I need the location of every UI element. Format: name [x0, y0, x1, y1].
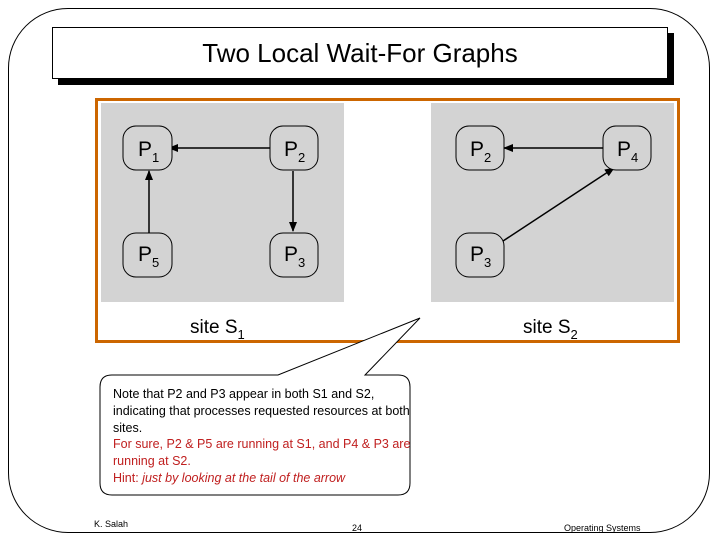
svg-text:P4: P4: [617, 138, 638, 165]
footer-course: Operating Systems: [564, 523, 641, 533]
wait-for-graphs-svg: P1 P2 P5 P3 P2 P4 P3 site: [101, 103, 674, 340]
note-hint-prefix: Hint:: [113, 470, 143, 485]
svg-text:P2: P2: [470, 138, 491, 165]
node-s1-p3: P3: [269, 232, 319, 278]
svg-text:P2: P2: [284, 138, 305, 165]
node-s2-p4: P4: [602, 125, 652, 171]
footer-page-number: 24: [352, 523, 363, 533]
wait-for-graphs-figure: P1 P2 P5 P3 P2 P4 P3 site: [95, 98, 680, 343]
site2-label: site S2: [523, 317, 578, 340]
callout-note: Note that P2 and P3 appear in both S1 an…: [113, 386, 413, 487]
svg-text:P5: P5: [138, 243, 159, 270]
title-box: Two Local Wait-For Graphs: [52, 27, 668, 79]
slide-frame: [8, 8, 710, 533]
node-s1-p2: P2: [269, 125, 319, 171]
note-hint-italic: just by looking at the tail of the arrow: [142, 470, 346, 485]
svg-text:P1: P1: [138, 138, 159, 165]
node-s2-p2: P2: [455, 125, 505, 171]
slide-title: Two Local Wait-For Graphs: [202, 37, 518, 68]
site1-label: site S1: [190, 317, 245, 340]
node-s2-p3: P3: [455, 232, 505, 278]
svg-text:P3: P3: [284, 243, 305, 270]
note-black-text: Note that P2 and P3 appear in both S1 an…: [113, 387, 410, 435]
node-s1-p1: P1: [122, 125, 173, 171]
svg-text:P3: P3: [470, 243, 491, 270]
node-s1-p5: P5: [122, 232, 173, 278]
edge-s2-p3-to-p4: [499, 167, 615, 244]
footer-author: K. Salah: [94, 519, 129, 529]
note-red-text: For sure, P2 & P5 are running at S1, and…: [113, 437, 411, 469]
